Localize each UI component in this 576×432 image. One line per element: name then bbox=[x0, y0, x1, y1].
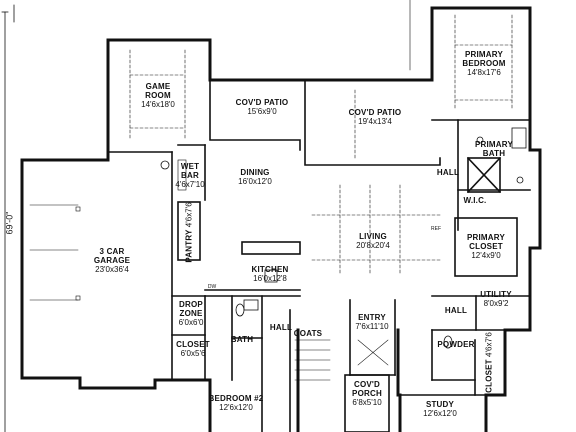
overall-dimension-label: 69'-0" bbox=[4, 211, 15, 235]
fixture-ref-label: REF bbox=[431, 226, 441, 232]
room-pantry: PANTRY 4'6x7'6 bbox=[184, 202, 194, 263]
exterior-walls bbox=[20, 6, 542, 432]
room-hall-center: HALL bbox=[269, 323, 293, 332]
fixture-dw-label: DW bbox=[207, 284, 217, 290]
room-closet-right: CLOSET 4'6x7'6 bbox=[484, 332, 494, 393]
interior-walls bbox=[107, 77, 531, 432]
room-wic: W.I.C. bbox=[463, 196, 487, 205]
room-hall-upper: HALL bbox=[436, 168, 460, 177]
room-bath: BATH bbox=[230, 335, 254, 344]
dimension-line bbox=[1, 4, 15, 432]
room-coats: COATS bbox=[293, 329, 323, 338]
room-powder: POWDER bbox=[437, 340, 475, 349]
detail-lines bbox=[29, 14, 513, 381]
fixtures bbox=[160, 127, 527, 349]
room-hall-right: HALL bbox=[444, 306, 468, 315]
